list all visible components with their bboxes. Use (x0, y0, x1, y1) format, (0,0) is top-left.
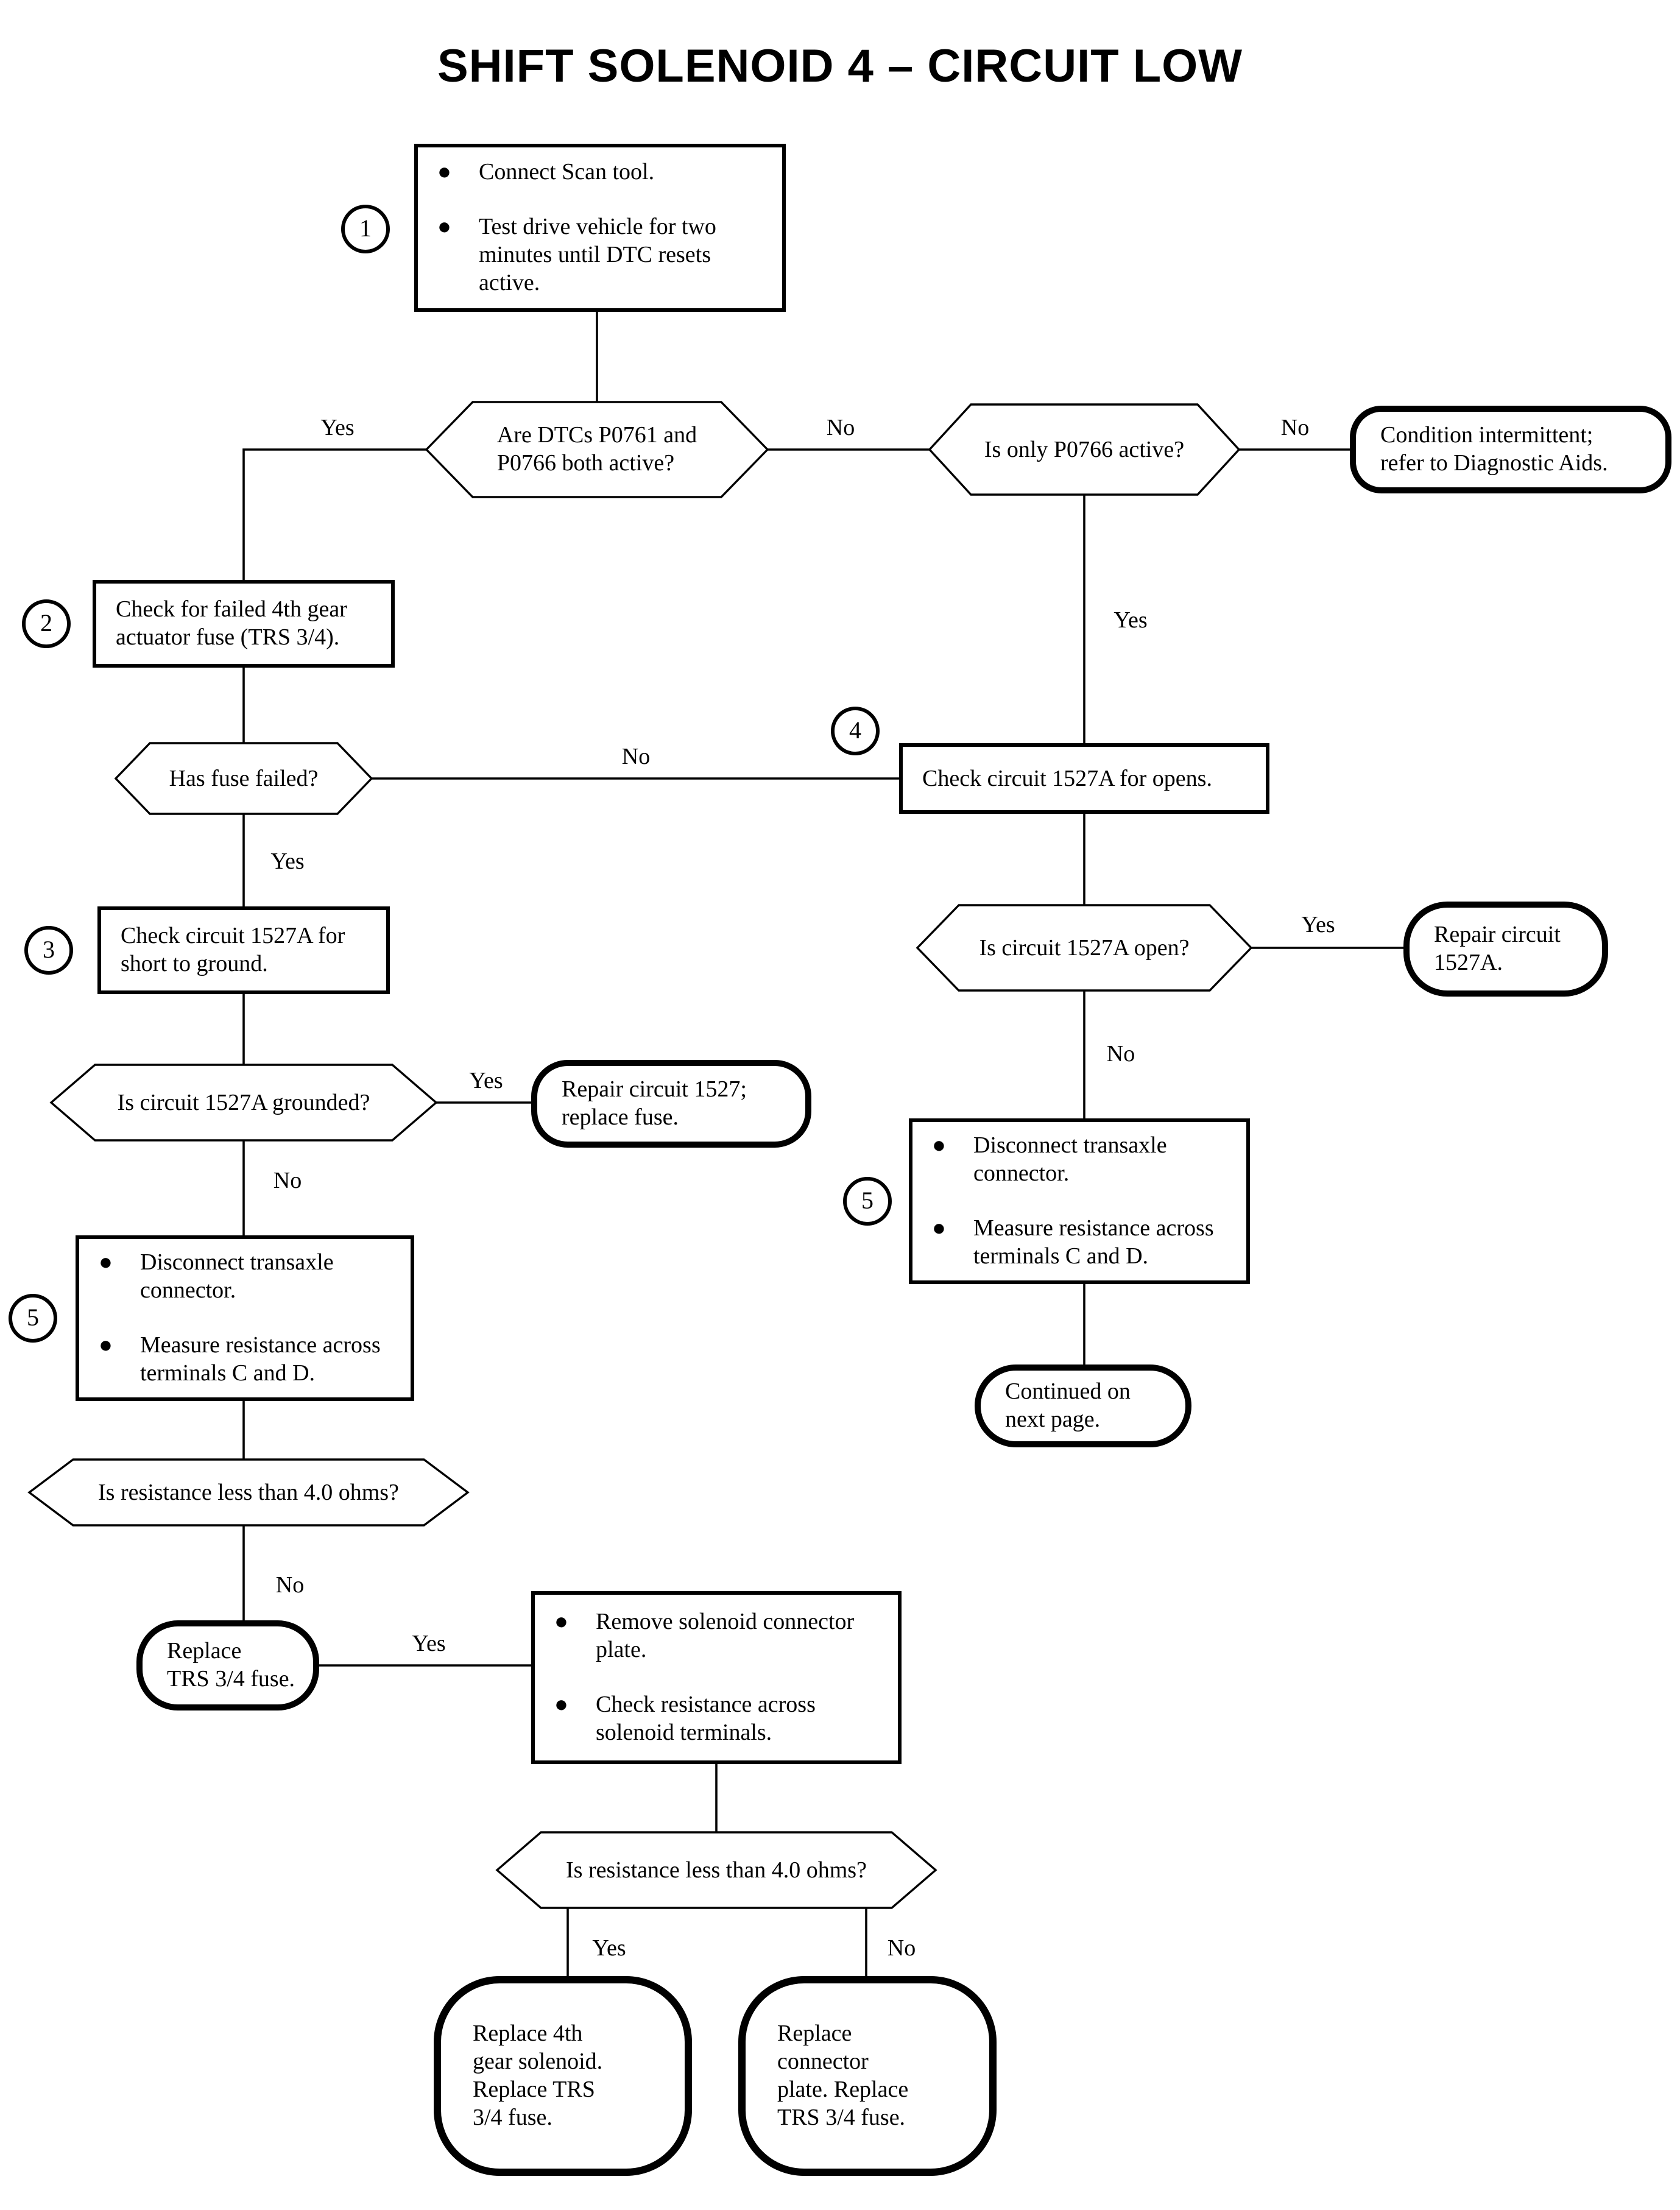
terminator-condition-intermittent: Condition intermittent; refer to Diagnos… (1350, 406, 1671, 493)
step6-box: ● Remove solenoid connector plate. ● Che… (531, 1591, 902, 1764)
step5-left-bullet2: Measure resistance across terminals C an… (140, 1333, 381, 1386)
decision-resistance-bottom-shape (495, 1831, 937, 1909)
decision-dtcs-both-active: Are DTCs P0761 and P0766 both active? (496, 423, 697, 476)
edge-label-dtcs-yes: Yes (320, 415, 355, 441)
step3-text: Check circuit 1527A for short to ground. (121, 923, 345, 977)
terminator-repair-circuit-1527-fuse: Repair circuit 1527; replace fuse. (531, 1060, 811, 1148)
terminator-repair-circuit-1527a: Repair circuit 1527A. (1403, 902, 1608, 997)
edge-label-resistance-yes: Yes (412, 1631, 446, 1657)
decision-only-p0766-shape (928, 403, 1241, 496)
step2-text: Check for failed 4th gear actuator fuse … (116, 597, 347, 651)
page-title: SHIFT SOLENOID 4 – CIRCUIT LOW (437, 41, 1243, 93)
terminator-continued-next-page: Continued on next page. (975, 1364, 1191, 1447)
step1-bullet1: Connect Scan tool. (479, 160, 655, 185)
step-number-5-left: 5 (9, 1294, 57, 1343)
step3-box: Check circuit 1527A for short to ground. (97, 906, 390, 994)
step-number-1: 1 (341, 205, 390, 253)
bullet-icon: ● (554, 1692, 568, 1718)
decision-dtcs-both-active-shape (425, 401, 769, 498)
step4-box: Check circuit 1527A for opens. (899, 743, 1269, 814)
terminator-replace-trs-fuse: Replace TRS 3/4 fuse. (136, 1620, 319, 1710)
bullet-icon: ● (932, 1133, 946, 1159)
bullet-icon: ● (437, 160, 451, 185)
decision-only-p0766-active: Is only P0766 active? (984, 437, 1185, 462)
step6-bullet2: Check resistance across solenoid termina… (596, 1692, 816, 1746)
edge-label-resistance2-yes: Yes (592, 1936, 626, 1961)
terminator-replace-plate: Replace connector plate. Replace TRS 3/4… (738, 1976, 997, 2176)
step-number-4: 4 (831, 707, 880, 755)
step2-box: Check for failed 4th gear actuator fuse … (93, 580, 395, 668)
bullet-icon: ● (932, 1216, 946, 1241)
bullet-icon: ● (99, 1250, 113, 1276)
edge-dtcs-yes-to-step2 (242, 448, 426, 580)
step5-right-bullet1: Disconnect transaxle connector. (973, 1133, 1167, 1187)
bullet-icon: ● (554, 1609, 568, 1635)
step5-right-box: ● Disconnect transaxle connector. ● Meas… (909, 1118, 1250, 1284)
decision-has-fuse-failed: Has fuse failed? (169, 766, 319, 791)
bullet-icon: ● (99, 1333, 113, 1358)
edge-label-grounded-yes: Yes (469, 1068, 503, 1094)
edge-label-open-no: No (1106, 1042, 1135, 1067)
edge-label-open-yes: Yes (1301, 913, 1335, 938)
decision-circuit-open: Is circuit 1527A open? (979, 935, 1190, 961)
decision-has-fuse-failed-shape (114, 742, 373, 815)
edge-label-resistance2-no: No (887, 1936, 916, 1961)
decision-resistance-left: Is resistance less than 4.0 ohms? (98, 1480, 399, 1505)
step1-bullet2: Test drive vehicle for two minutes until… (479, 214, 716, 296)
edge-label-fuse-no: No (621, 744, 651, 770)
decision-circuit-open-shape (916, 904, 1253, 992)
step-number-3: 3 (24, 926, 73, 975)
step5-left-bullet1: Disconnect transaxle connector. (140, 1250, 334, 1304)
decision-resistance-bottom: Is resistance less than 4.0 ohms? (566, 1857, 867, 1883)
edge-label-dtcs-no: No (826, 415, 855, 441)
step6-bullet1: Remove solenoid connector plate. (596, 1609, 855, 1663)
decision-circuit-grounded: Is circuit 1527A grounded? (117, 1090, 370, 1115)
step4-text: Check circuit 1527A for opens. (922, 766, 1212, 791)
edge-label-p0766-yes: Yes (1114, 608, 1148, 634)
edge-label-resistance-no: No (275, 1573, 305, 1598)
step-number-2: 2 (22, 599, 71, 648)
step5-right-bullet2: Measure resistance across terminals C an… (973, 1216, 1214, 1269)
bullet-icon: ● (437, 214, 451, 240)
edge-label-p0766-no: No (1280, 415, 1310, 441)
decision-resistance-left-shape (27, 1458, 470, 1527)
edge-label-grounded-no: No (273, 1168, 302, 1194)
decision-circuit-grounded-shape (49, 1064, 438, 1142)
step1-box: ● Connect Scan tool. ● Test drive vehicl… (414, 144, 786, 312)
step5-left-box: ● Disconnect transaxle connector. ● Meas… (76, 1235, 414, 1401)
edge-label-fuse-yes: Yes (270, 849, 305, 875)
step-number-5-right: 5 (843, 1177, 892, 1226)
terminator-replace-solenoid: Replace 4th gear solenoid. Replace TRS 3… (434, 1976, 692, 2176)
